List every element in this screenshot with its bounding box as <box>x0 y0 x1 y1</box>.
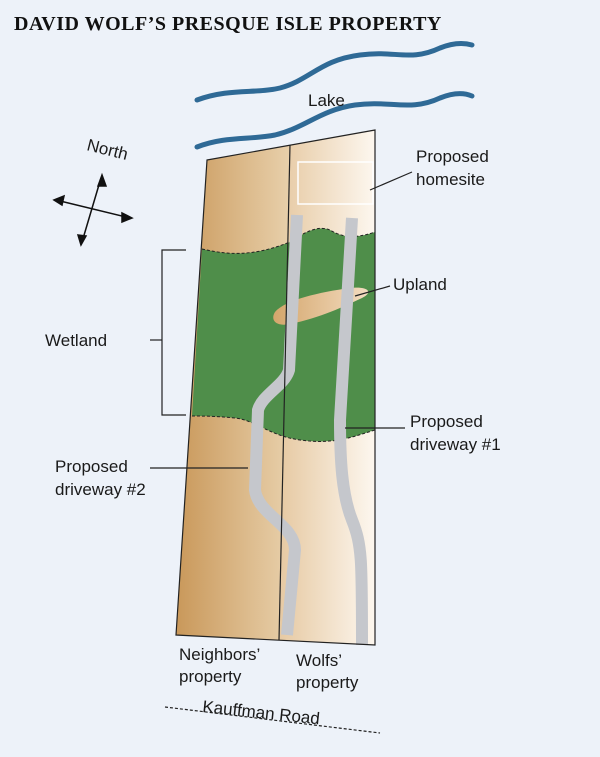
proposed-driveway-1 <box>333 217 368 646</box>
driveway-2-label-line2: driveway #2 <box>55 480 146 499</box>
wolfs-property-label-line2: property <box>296 673 359 692</box>
proposed-homesite-outline <box>297 161 374 205</box>
homesite-label-line1: Proposed <box>416 147 489 166</box>
property-outline <box>175 129 376 646</box>
wetland-bracket <box>150 249 186 416</box>
driveway-1-label-line1: Proposed <box>410 412 483 431</box>
compass-icon <box>52 172 134 247</box>
neighbors-property-label-line1: Neighbors’ <box>179 645 260 664</box>
homesite-label-line2: homesite <box>416 170 485 189</box>
north-label: North <box>85 135 130 163</box>
driveway-1-label-line2: driveway #1 <box>410 435 501 454</box>
neighbors-property-label-line2: property <box>179 667 242 686</box>
road-label: Kauffman Road <box>202 697 321 728</box>
proposed-driveway-2 <box>248 214 303 636</box>
upland-label: Upland <box>393 275 447 294</box>
wetland-area <box>192 228 375 442</box>
road-line <box>164 706 381 734</box>
lake-wave-top <box>194 40 475 103</box>
diagram-title: DAVID WOLF’S PRESQUE ISLE PROPERTY <box>14 13 442 35</box>
driveway-2-label-line1: Proposed <box>55 457 128 476</box>
property-divider <box>278 144 291 641</box>
lake-wave-bottom <box>194 91 475 150</box>
wetland-label: Wetland <box>45 331 107 350</box>
wolfs-property-label-line1: Wolfs’ <box>296 651 342 670</box>
lake-label: Lake <box>308 91 345 110</box>
leader-lines <box>150 171 413 469</box>
